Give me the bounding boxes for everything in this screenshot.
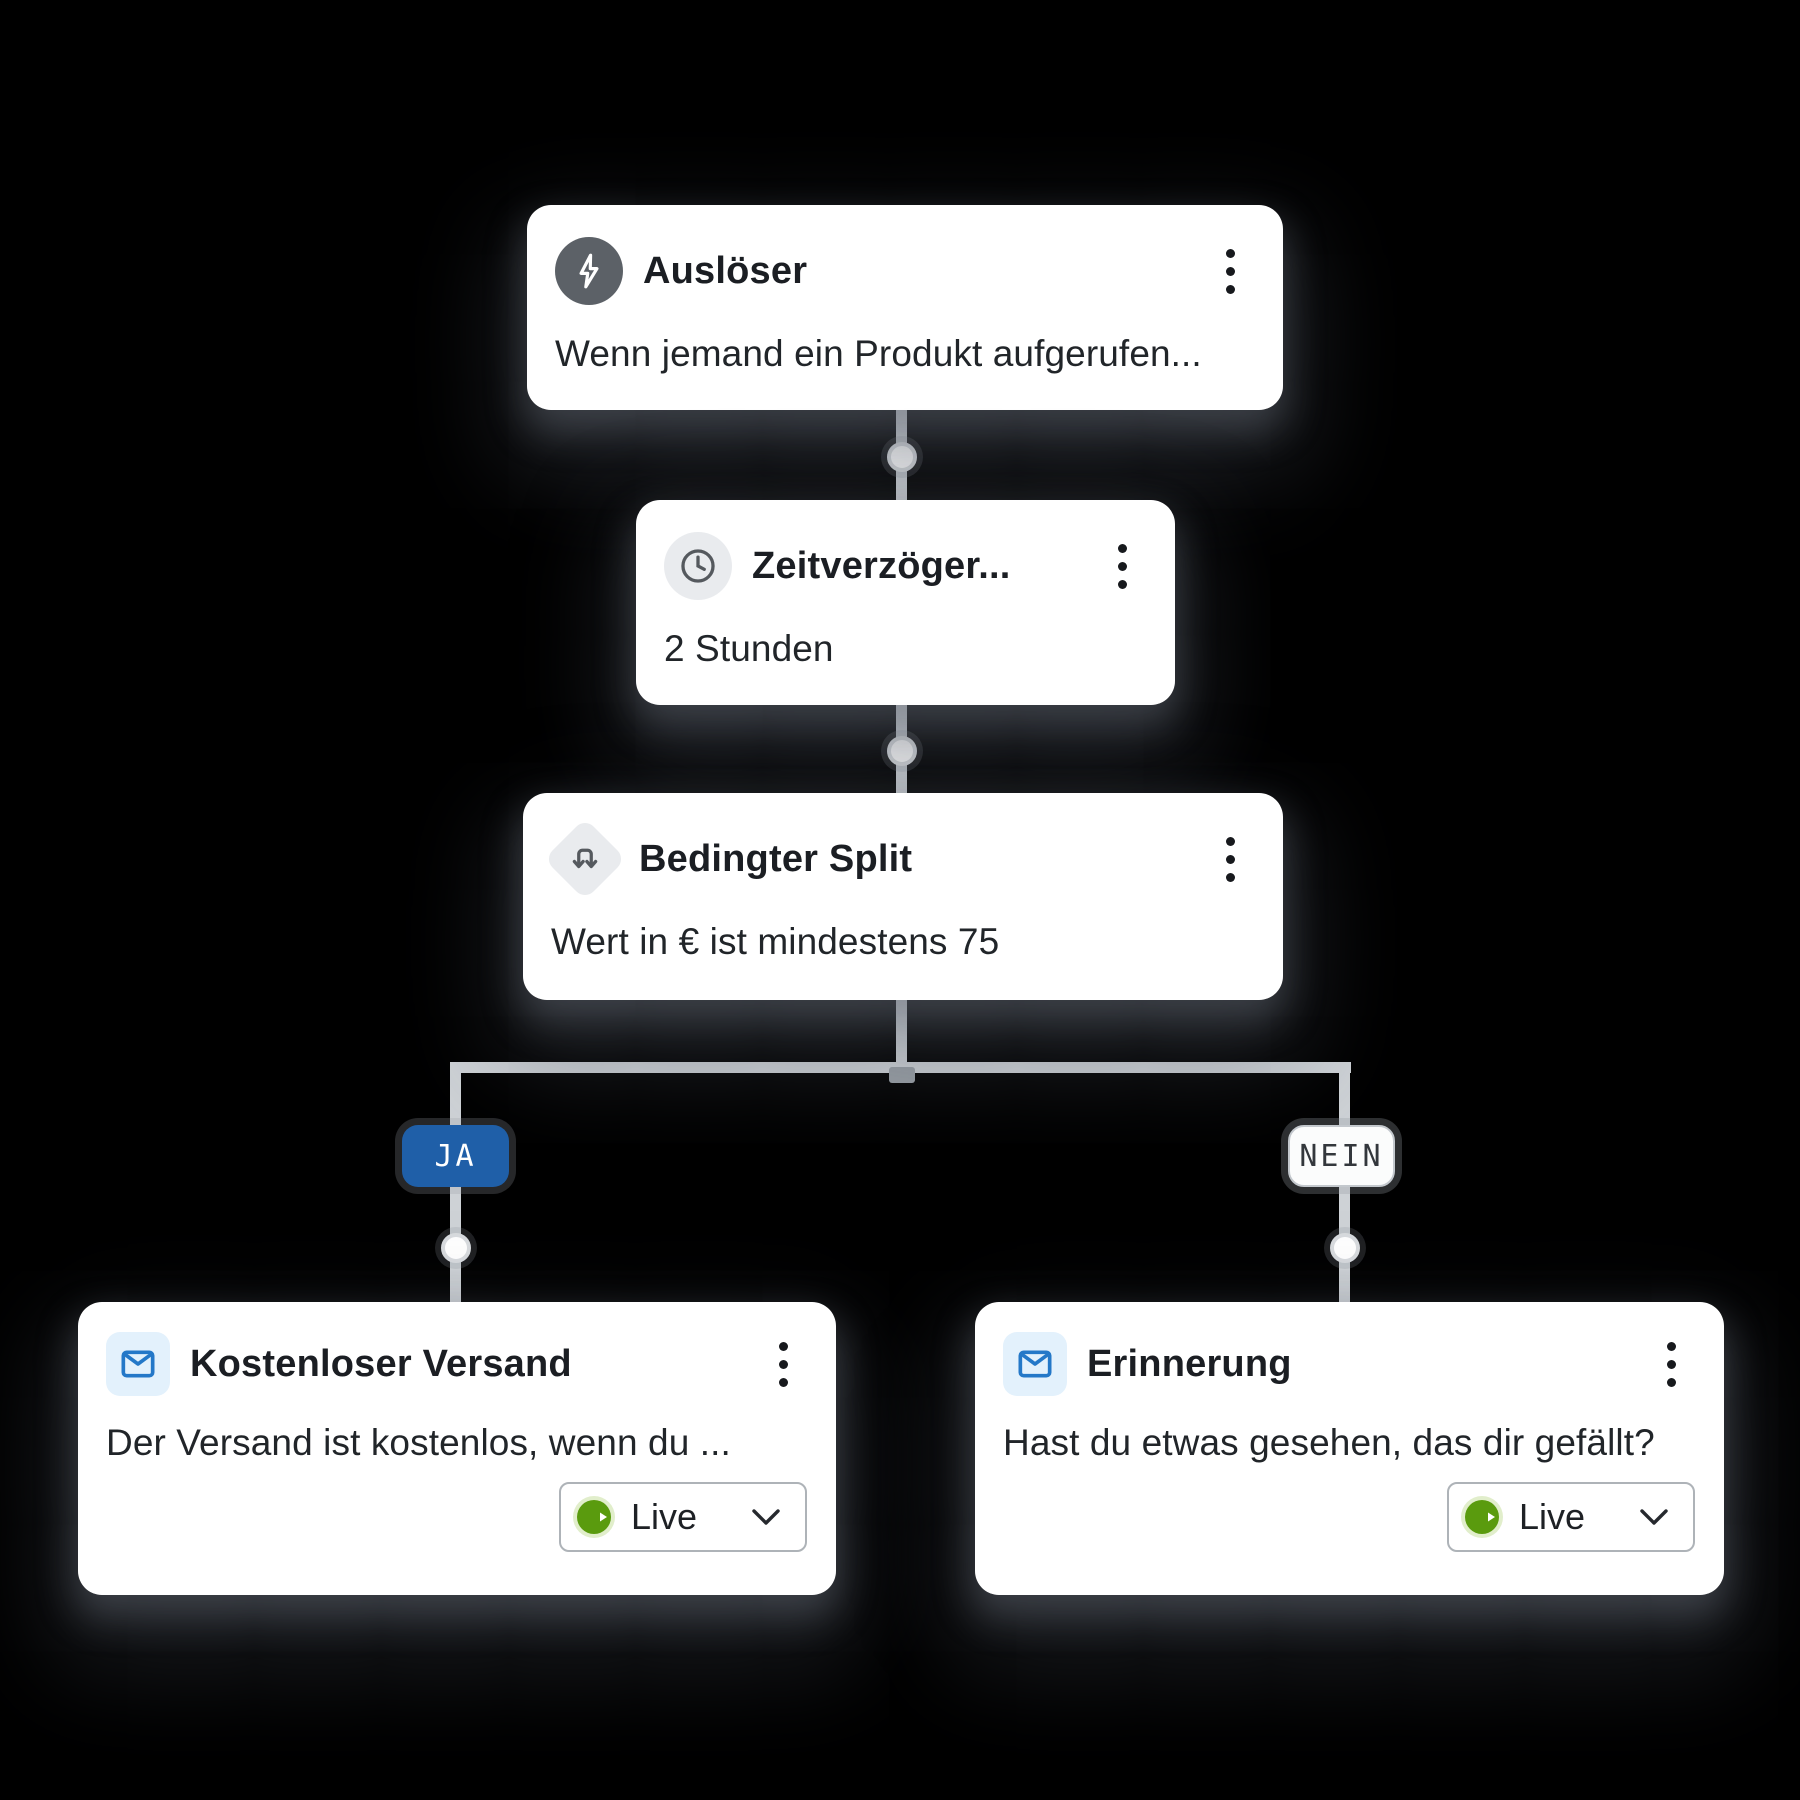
- connector-dot[interactable]: [887, 442, 917, 472]
- more-options-button[interactable]: [773, 1336, 794, 1393]
- lightning-icon: [555, 237, 623, 305]
- email-icon: [106, 1332, 170, 1396]
- connector-dot[interactable]: [887, 736, 917, 766]
- connector-dot[interactable]: [1330, 1233, 1360, 1263]
- email-icon: [1003, 1332, 1067, 1396]
- no-branch-badge: NEIN: [1288, 1125, 1395, 1187]
- chevron-down-icon: [1640, 1509, 1668, 1525]
- status-row: Live: [1003, 1482, 1696, 1552]
- more-options-button[interactable]: [1112, 538, 1133, 595]
- live-status-icon: [1465, 1500, 1499, 1534]
- status-label: Live: [631, 1496, 698, 1537]
- status-row: Live: [106, 1482, 808, 1552]
- more-options-button[interactable]: [1661, 1336, 1682, 1393]
- node-title: Bedingter Split: [639, 837, 913, 880]
- node-description: 2 Stunden: [664, 628, 834, 669]
- yes-branch-badge: JA: [402, 1125, 509, 1187]
- more-options-button[interactable]: [1220, 831, 1241, 888]
- clock-icon: [664, 532, 732, 600]
- yes-branch-label: JA: [434, 1138, 477, 1174]
- node-description: Wenn jemand ein Produkt aufgerufen...: [555, 333, 1202, 374]
- more-options-button[interactable]: [1220, 243, 1241, 300]
- live-status-icon: [577, 1500, 611, 1534]
- node-title: Zeitverzöger...: [752, 544, 1011, 587]
- time-delay-node-card[interactable]: Zeitverzöger... 2 Stunden: [636, 500, 1175, 705]
- node-description: Wert in € ist mindestens 75: [551, 921, 1000, 962]
- node-description: Der Versand ist kostenlos, wenn du ...: [106, 1422, 731, 1463]
- email-node-card-reminder[interactable]: Erinnerung Hast du etwas gesehen, das di…: [975, 1302, 1724, 1595]
- email-node-card-free-shipping[interactable]: Kostenloser Versand Der Versand ist kost…: [78, 1302, 836, 1595]
- connector-line: [896, 998, 907, 1073]
- split-icon: [543, 817, 627, 901]
- live-status-dropdown[interactable]: Live: [559, 1482, 807, 1552]
- card-header: Zeitverzöger...: [664, 530, 1147, 602]
- trigger-node-card[interactable]: Auslöser Wenn jemand ein Produkt aufgeru…: [527, 205, 1283, 410]
- chevron-down-icon: [752, 1509, 780, 1525]
- node-title: Erinnerung: [1087, 1342, 1292, 1385]
- live-status-dropdown[interactable]: Live: [1447, 1482, 1695, 1552]
- branch-junction: [889, 1067, 915, 1083]
- node-title: Auslöser: [643, 249, 808, 292]
- conditional-split-node-card[interactable]: Bedingter Split Wert in € ist mindestens…: [523, 793, 1283, 1000]
- card-header: Bedingter Split: [543, 817, 1255, 901]
- card-header: Kostenloser Versand: [106, 1332, 808, 1396]
- status-label: Live: [1519, 1496, 1586, 1537]
- card-header: Auslöser: [555, 235, 1255, 307]
- node-description: Hast du etwas gesehen, das dir gefällt?: [1003, 1422, 1655, 1463]
- node-title: Kostenloser Versand: [190, 1342, 572, 1385]
- connector-dot[interactable]: [441, 1233, 471, 1263]
- connector-line: [1339, 1062, 1350, 1129]
- connector-line: [450, 1062, 461, 1129]
- card-header: Erinnerung: [1003, 1332, 1696, 1396]
- no-branch-label: NEIN: [1299, 1138, 1384, 1174]
